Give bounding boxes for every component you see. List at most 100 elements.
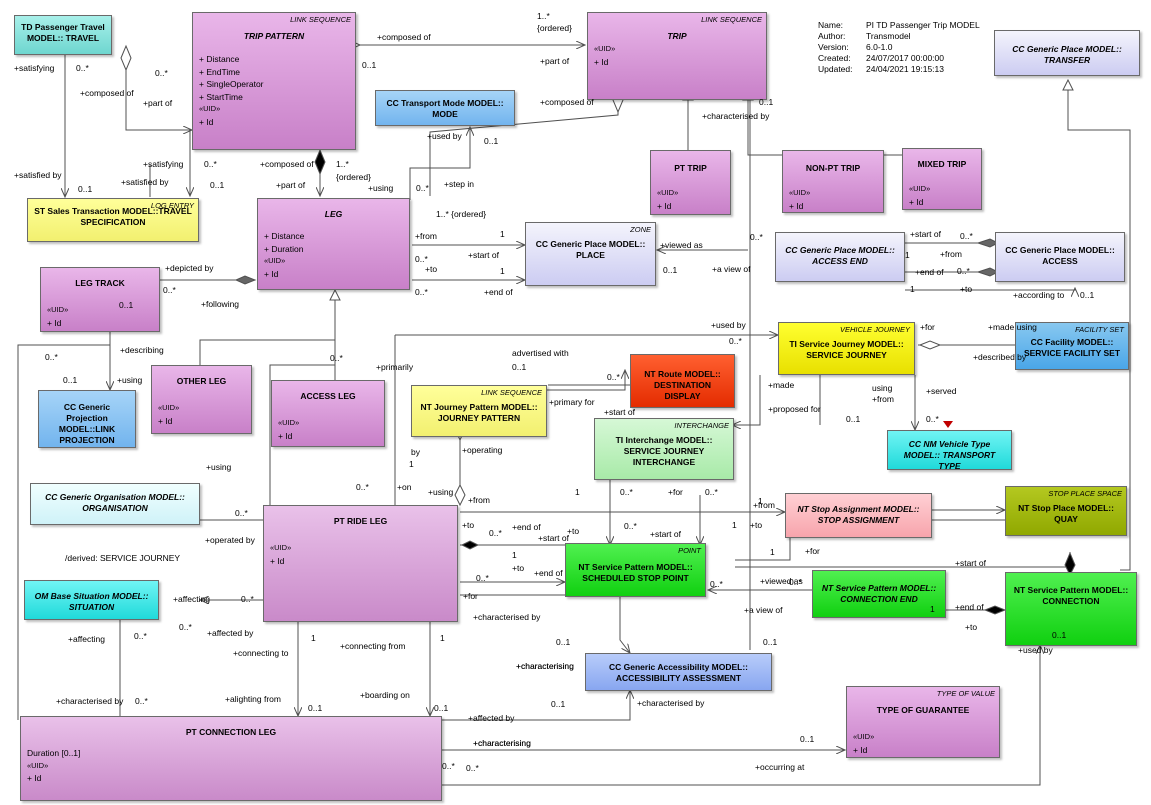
class-name: CC Facility MODEL:: SERVICE FACILITY SET bbox=[1023, 337, 1121, 358]
class-leg[interactable]: LEG+ Distance+ Duration«UID»+ Id bbox=[257, 198, 410, 290]
connector-label: 0..* bbox=[163, 285, 176, 295]
class-attribute: + SingleOperator bbox=[199, 79, 264, 89]
class-stereotype: POINT bbox=[678, 546, 701, 555]
class-name: CC Transport Mode MODEL:: MODE bbox=[386, 98, 504, 119]
class-attribute: + StartTime bbox=[199, 91, 243, 102]
class-stereotype: VEHICLE JOURNEY bbox=[839, 325, 910, 334]
class-name: CC NM Vehicle Type MODEL:: TRANSPORT TYP… bbox=[903, 439, 996, 471]
connector-label: 0..* bbox=[620, 487, 633, 497]
class-attributes: «UID»+ Id bbox=[278, 417, 299, 442]
class-transfer[interactable]: CC Generic Place MODEL:: TRANSFER bbox=[994, 30, 1140, 76]
class-attributes: «UID»+ Id bbox=[158, 402, 179, 427]
class-attribute: + Id bbox=[270, 555, 285, 566]
class-name: NT Stop Assignment MODEL:: STOP ASSIGNME… bbox=[797, 504, 920, 525]
connector-label: 0..1 bbox=[556, 637, 571, 647]
class-name: TRIP PATTERN bbox=[243, 31, 305, 41]
connector-label: +using bbox=[117, 375, 143, 385]
connector-label: +alighting from bbox=[225, 694, 281, 704]
class-destination-display[interactable]: NT Route MODEL:: DESTINATION DISPLAY bbox=[630, 354, 735, 408]
connector-label: +using bbox=[428, 487, 454, 497]
class-attribute: «UID» bbox=[789, 188, 811, 197]
class-access-end[interactable]: CC Generic Place MODEL:: ACCESS END bbox=[775, 232, 905, 282]
class-connection-end[interactable]: NT Service Pattern MODEL:: CONNECTION EN… bbox=[812, 570, 946, 618]
connector-label: +for bbox=[668, 487, 683, 497]
class-connection[interactable]: NT Service Pattern MODEL:: CONNECTION bbox=[1005, 572, 1137, 646]
class-organisation[interactable]: CC Generic Organisation MODEL:: ORGANISA… bbox=[30, 483, 200, 525]
class-attribute: «UID» bbox=[278, 418, 300, 427]
connector-label: +start of bbox=[650, 529, 681, 539]
connector-label: +to bbox=[750, 520, 763, 530]
class-attribute: «UID» bbox=[594, 44, 616, 53]
connector-label: +start of bbox=[468, 250, 499, 260]
connector-label: +describing bbox=[120, 345, 164, 355]
class-mixed-trip[interactable]: MIXED TRIP«UID»+ Id bbox=[902, 148, 982, 210]
class-name: CC Generic Organisation MODEL:: ORGANISA… bbox=[45, 492, 185, 513]
connector-label: +viewed as bbox=[760, 576, 803, 586]
connector-label: +start of bbox=[955, 558, 986, 568]
class-name: TI Interchange MODEL:: SERVICE JOURNEY I… bbox=[615, 435, 713, 467]
class-name: OM Base Situation MODEL:: SITUATION bbox=[34, 591, 149, 612]
info-row: Updated:24/04/2021 19:15:13 bbox=[818, 64, 944, 74]
class-access[interactable]: CC Generic Place MODEL:: ACCESS bbox=[995, 232, 1125, 282]
class-pt-trip[interactable]: PT TRIP«UID»+ Id bbox=[650, 150, 731, 215]
class-mode[interactable]: CC Transport Mode MODEL:: MODE bbox=[375, 90, 515, 126]
connector-label: +using bbox=[206, 462, 232, 472]
class-accessibility[interactable]: CC Generic Accessibility MODEL:: ACCESSI… bbox=[585, 653, 772, 691]
connector-label: 0..1 bbox=[362, 60, 377, 70]
connector-label: +operating bbox=[462, 445, 503, 455]
class-pt-ride-leg[interactable]: PT RIDE LEG«UID»+ Id bbox=[263, 505, 458, 622]
connector-label: 0..* bbox=[134, 631, 147, 641]
connector-label: +served bbox=[926, 386, 957, 396]
connector-label: using bbox=[872, 383, 893, 393]
connector-label: +described by bbox=[973, 352, 1027, 362]
connector-label: 0..* bbox=[729, 336, 742, 346]
connector-label: +affected by bbox=[207, 628, 254, 638]
connector-label: +used by bbox=[1018, 645, 1053, 655]
connector-label: +characterised by bbox=[702, 111, 770, 121]
connector-label: +a view of bbox=[712, 264, 751, 274]
class-non-pt-trip[interactable]: NON-PT TRIP«UID»+ Id bbox=[782, 150, 884, 213]
class-name: NT Journey Pattern MODEL:: JOURNEY PATTE… bbox=[420, 402, 538, 423]
connector-label: 0..1 bbox=[1052, 630, 1067, 640]
connector-label: 0..* bbox=[957, 266, 970, 276]
class-attribute: + Id bbox=[264, 268, 279, 279]
class-stop-assignment[interactable]: NT Stop Assignment MODEL:: STOP ASSIGNME… bbox=[785, 493, 932, 538]
class-attribute: «UID» bbox=[909, 184, 931, 193]
connector-label: +step in bbox=[444, 179, 475, 189]
connector-label: +part of bbox=[540, 56, 570, 66]
class-access-leg[interactable]: ACCESS LEG«UID»+ Id bbox=[271, 380, 385, 447]
class-attributes: «UID»+ Id bbox=[47, 304, 68, 329]
connector-label: +characterising bbox=[516, 661, 574, 671]
connector-label: +end of bbox=[915, 267, 944, 277]
connector-label: 1 bbox=[905, 250, 910, 260]
connector-label: 0..* bbox=[705, 487, 718, 497]
class-attribute: «UID» bbox=[853, 732, 875, 741]
connector-label: 1 bbox=[440, 633, 445, 643]
class-other-leg[interactable]: OTHER LEG«UID»+ Id bbox=[151, 365, 252, 434]
connector-label: +end of bbox=[512, 522, 541, 532]
class-travel[interactable]: TD Passenger Travel MODEL:: TRAVEL bbox=[14, 15, 112, 55]
class-transport-type[interactable]: CC NM Vehicle Type MODEL:: TRANSPORT TYP… bbox=[887, 430, 1012, 471]
connector-label: 0..* bbox=[76, 63, 89, 73]
class-situation[interactable]: OM Base Situation MODEL:: SITUATION bbox=[24, 580, 159, 620]
class-link-projection[interactable]: CC Generic Projection MODEL::LINK PROJEC… bbox=[38, 390, 136, 448]
connector-label: 0..1 bbox=[663, 265, 678, 275]
class-stereotype: STOP PLACE SPACE bbox=[1048, 489, 1122, 498]
connector-label: +made using bbox=[988, 322, 1037, 332]
class-attribute: + Distance bbox=[199, 54, 240, 64]
connector-label: +start of bbox=[538, 533, 569, 543]
class-leg-track[interactable]: LEG TRACK«UID»+ Id bbox=[40, 267, 160, 332]
connector-label: 0..1 bbox=[434, 703, 449, 713]
